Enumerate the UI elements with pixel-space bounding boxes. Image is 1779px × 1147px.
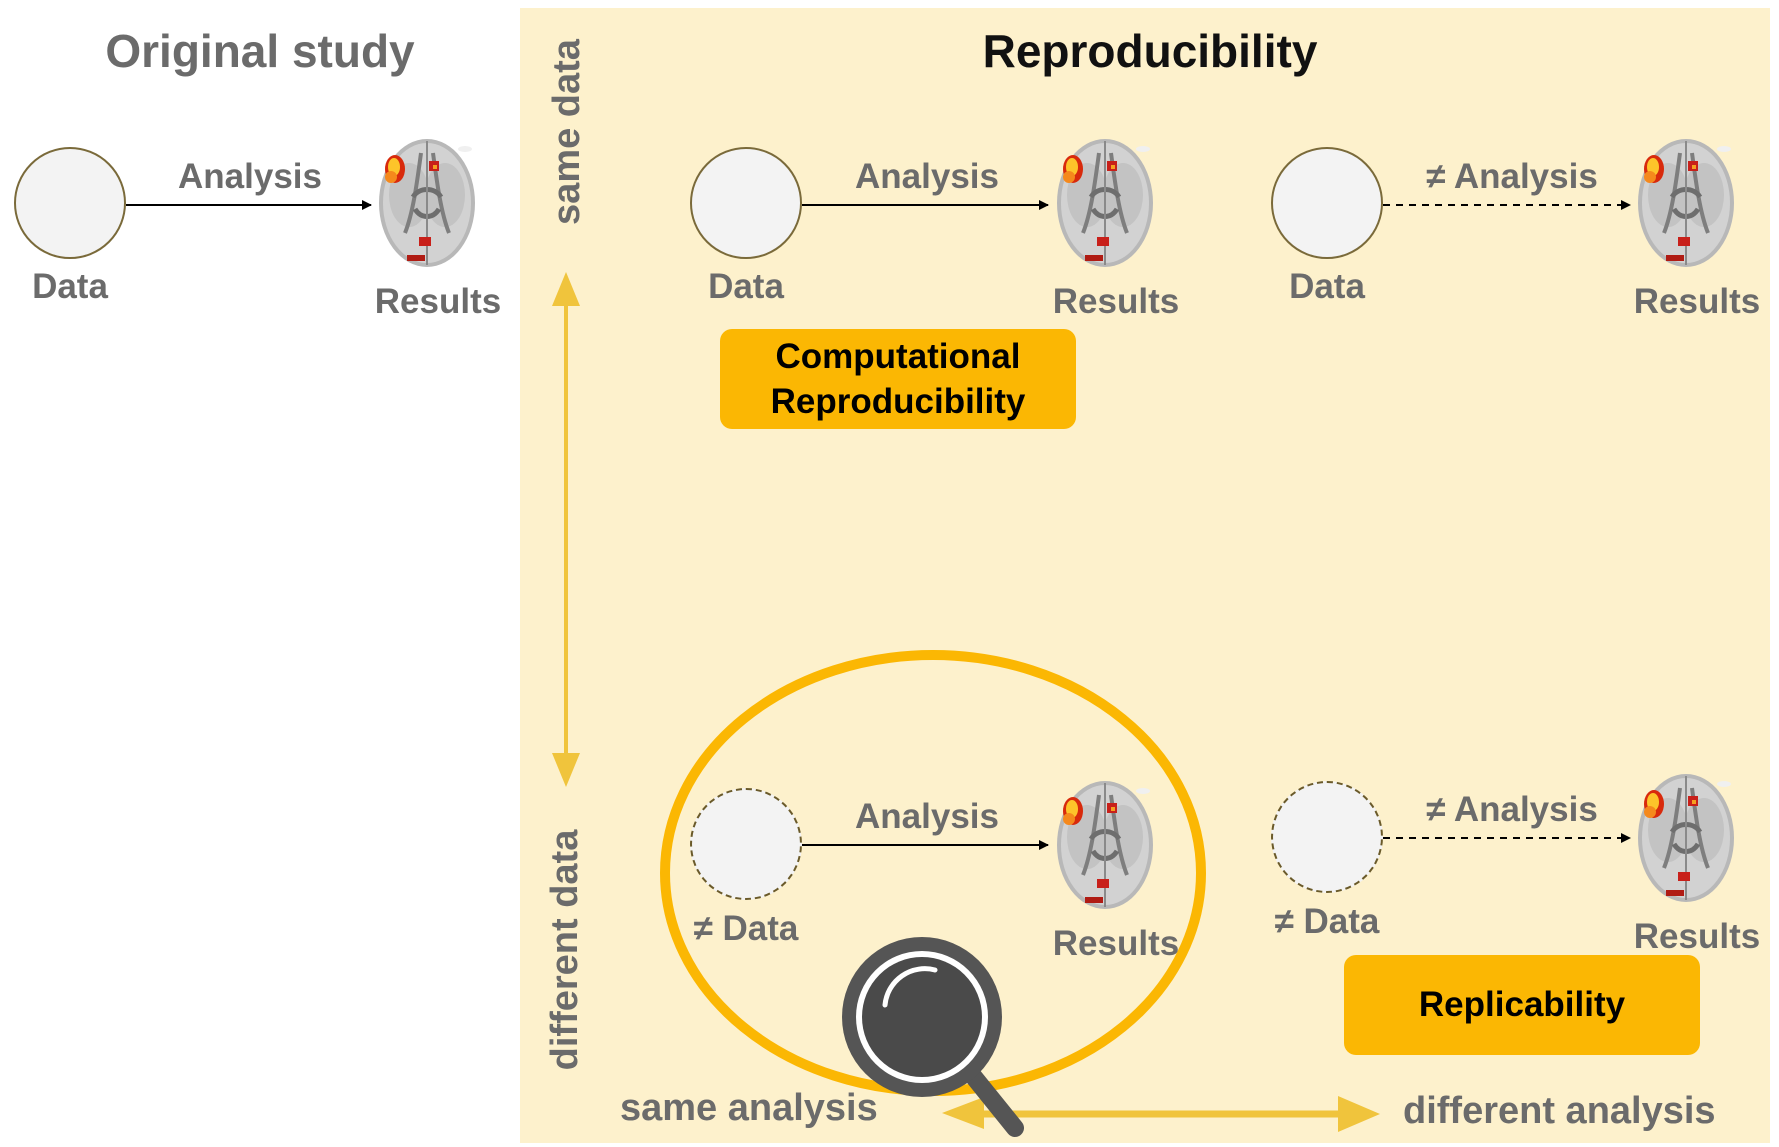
original-arrow-label: Analysis (178, 157, 322, 196)
tr-data-label: Data (1289, 267, 1365, 306)
tl-arrow-label: Analysis (855, 157, 999, 196)
replicability-tag: Replicability (1344, 955, 1700, 1055)
br-data-circle (1271, 781, 1383, 893)
tl-brain-results-icon (1057, 139, 1153, 267)
tl-data-label: Data (708, 267, 784, 306)
tl-data-circle (690, 147, 802, 259)
tl-results-label: Results (1052, 282, 1180, 321)
tr-brain-results-icon (1638, 139, 1734, 267)
computational-reproducibility-tag: Computational Reproducibility (720, 329, 1076, 429)
bl-brain-results-icon (1057, 781, 1153, 909)
tr-arrow-label: ≠ Analysis (1426, 157, 1598, 196)
tr-results-label: Results (1633, 282, 1761, 321)
original-brain-results-icon (379, 139, 475, 267)
br-arrow-label: ≠ Analysis (1426, 790, 1598, 829)
horizontal-axis-arrowhead-right (1338, 1096, 1380, 1132)
original-data-label: Data (32, 267, 108, 306)
horizontal-axis-arrowhead-left (942, 1097, 984, 1129)
vertical-axis-arrowhead-up (552, 272, 580, 306)
magnifying-glass-icon (842, 937, 1024, 1137)
original-data-circle (14, 147, 126, 259)
original-study-title: Original study (105, 25, 415, 77)
bl-data-circle (690, 788, 802, 900)
br-results-label: Results (1633, 917, 1761, 956)
original-results-label: Results (374, 282, 502, 321)
axis-label-different-analysis: different analysis (1403, 1090, 1716, 1132)
br-brain-results-icon (1638, 774, 1734, 902)
reproducibility-title: Reproducibility (982, 25, 1318, 77)
vertical-axis-arrowhead-down (552, 753, 580, 787)
axis-label-same-analysis: same analysis (620, 1087, 878, 1129)
bl-arrow-label: Analysis (855, 797, 999, 836)
bl-results-label: Results (1052, 924, 1180, 963)
bl-data-label: ≠ Data (693, 909, 799, 948)
br-data-label: ≠ Data (1274, 902, 1380, 941)
tr-data-circle (1271, 147, 1383, 259)
